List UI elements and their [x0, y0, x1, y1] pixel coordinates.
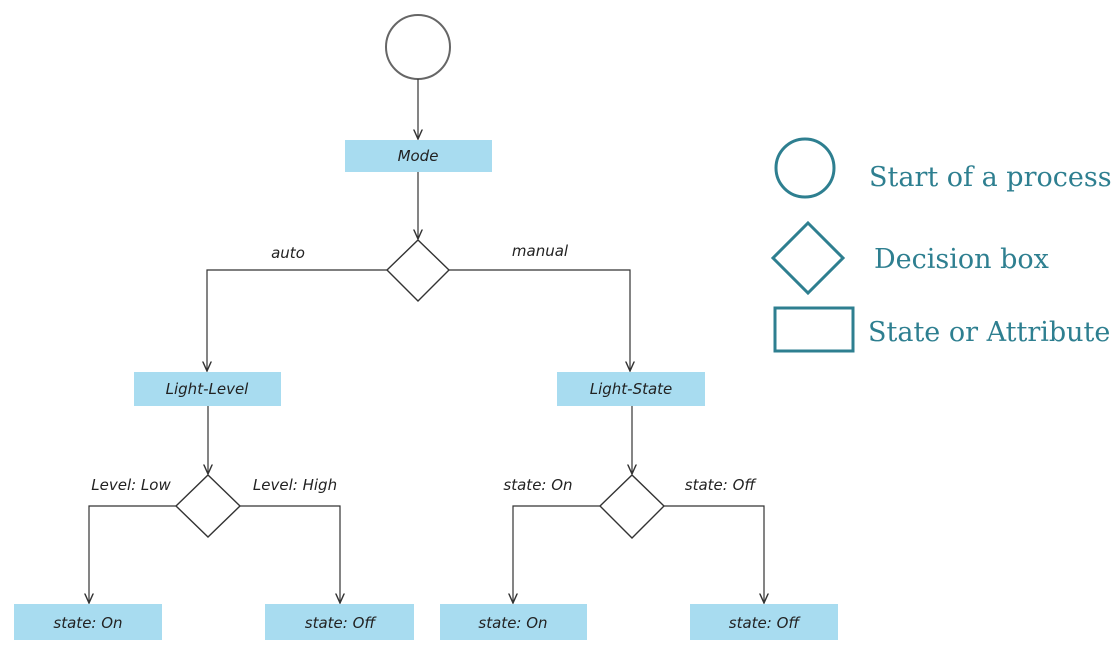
edge-state-on-label: state: On: [503, 476, 572, 494]
legend-diamond-icon: [770, 220, 846, 296]
edge-level-low-label: Level: Low: [91, 476, 171, 494]
legend-state-label: State or Attribute: [868, 317, 1110, 348]
node-light-state: Light-State: [557, 372, 705, 406]
node-leaf-level-on-label: state: On: [53, 614, 122, 632]
node-leaf-level-off-label: state: Off: [305, 614, 378, 632]
node-mode: Mode: [345, 140, 492, 172]
edge-manual-label: manual: [512, 242, 569, 260]
legend-start-label: Start of a process: [869, 162, 1112, 193]
legend-rect-icon: [773, 306, 855, 353]
decision-mode: [386, 239, 450, 302]
node-leaf-state-on: state: On: [440, 604, 587, 640]
edge-level-high: [240, 505, 340, 603]
node-leaf-state-off: state: Off: [690, 604, 838, 640]
node-mode-label: Mode: [398, 147, 439, 165]
node-leaf-state-off-label: state: Off: [729, 614, 802, 632]
edge-state-off-label: state: Off: [685, 476, 758, 494]
node-leaf-state-on-label: state: On: [478, 614, 547, 632]
node-leaf-level-off: state: Off: [265, 604, 414, 640]
edge-level-high-label: Level: High: [253, 476, 337, 494]
node-light-level-label: Light-Level: [166, 380, 250, 398]
edge-auto-label: auto: [271, 244, 305, 262]
start-node: [385, 14, 451, 80]
edge-manual: [449, 269, 630, 371]
legend: Start of a process Decision box State or…: [770, 137, 1112, 353]
node-leaf-level-on: state: On: [14, 604, 162, 640]
legend-circle-icon: [774, 137, 836, 199]
edge-auto: [207, 269, 387, 371]
node-light-level: Light-Level: [134, 372, 281, 406]
edge-state-on: [513, 505, 600, 603]
legend-decision-label: Decision box: [874, 244, 1049, 275]
edge-state-off: [664, 505, 764, 603]
decision-light-level: [174, 474, 242, 538]
edge-level-low: [89, 505, 176, 603]
node-light-state-label: Light-State: [590, 380, 673, 398]
decision-light-state: [599, 474, 665, 539]
